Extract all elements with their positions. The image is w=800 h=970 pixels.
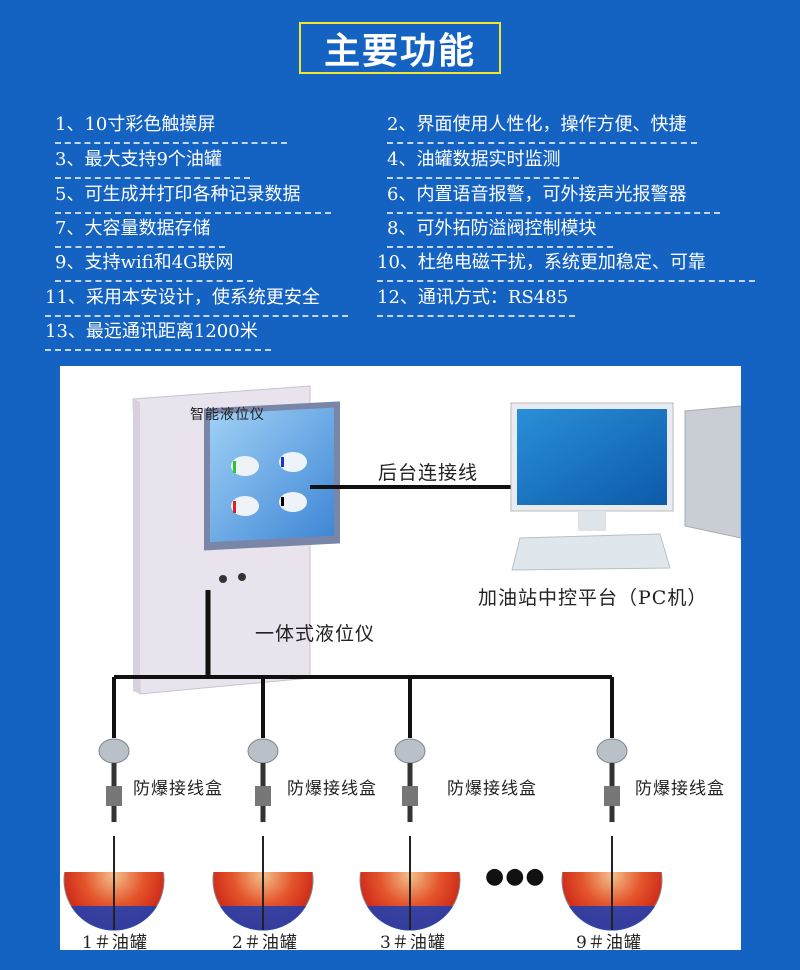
diagram-graphics <box>63 385 741 931</box>
feature-item: 2、界面使用人性化，操作方便、快捷 <box>387 114 697 144</box>
probe-head <box>255 786 271 806</box>
pc-label: 加油站中控平台（PC机） <box>478 587 708 609</box>
junction-label: 防爆接线盒 <box>635 779 725 799</box>
junction-box <box>98 738 130 764</box>
feature-item: 4、油罐数据实时监测 <box>387 149 579 179</box>
system-diagram: 智能液位仪 后台连接线 加油站中控平台（PC机） 一体式液位仪 防爆接线盒 防爆… <box>60 366 741 953</box>
feature-item: 13、最远通讯距离1200米 <box>45 321 271 351</box>
junction-label: 防爆接线盒 <box>287 779 377 799</box>
more-tanks-ellipsis: ●●● <box>485 864 546 889</box>
feature-item: 11、采用本安设计，使系统更安全 <box>45 287 348 317</box>
feature-item: 8、可外拓防溢阀控制模块 <box>387 218 613 248</box>
junction-box <box>394 738 426 764</box>
tank-label: 3＃油罐 <box>380 933 446 953</box>
level-gauge-device <box>132 385 340 695</box>
integrated-label: 一体式液位仪 <box>255 623 376 645</box>
feature-item: 1、10寸彩色触摸屏 <box>55 114 287 144</box>
feature-item: 12、通讯方式：RS485 <box>377 287 575 317</box>
device-label: 智能液位仪 <box>190 407 265 423</box>
feature-item: 3、最大支持9个油罐 <box>55 149 250 179</box>
tank-label: 1＃油罐 <box>82 933 148 953</box>
tank-label: 2＃油罐 <box>232 933 298 953</box>
feature-item: 6、内置语音报警，可外接声光报警器 <box>387 184 720 214</box>
junction-box <box>596 738 628 764</box>
feature-item: 7、大容量数据存储 <box>55 218 225 248</box>
probe-head <box>402 786 418 806</box>
probe-head <box>106 786 122 806</box>
feature-item: 9、支持wifi和4G联网 <box>55 252 253 282</box>
feature-item: 5、可生成并打印各种记录数据 <box>55 184 331 214</box>
junction-label: 防爆接线盒 <box>447 779 537 799</box>
tank-label: 9＃油罐 <box>576 933 642 953</box>
cable-label: 后台连接线 <box>378 462 479 484</box>
probe-head <box>604 786 620 806</box>
junction-box <box>247 738 279 764</box>
junction-label: 防爆接线盒 <box>133 779 223 799</box>
page-title: 主要功能 <box>299 22 501 74</box>
feature-item: 10、杜绝电磁干扰，系统更加稳定、可靠 <box>377 252 755 282</box>
pc-computer <box>510 402 741 571</box>
